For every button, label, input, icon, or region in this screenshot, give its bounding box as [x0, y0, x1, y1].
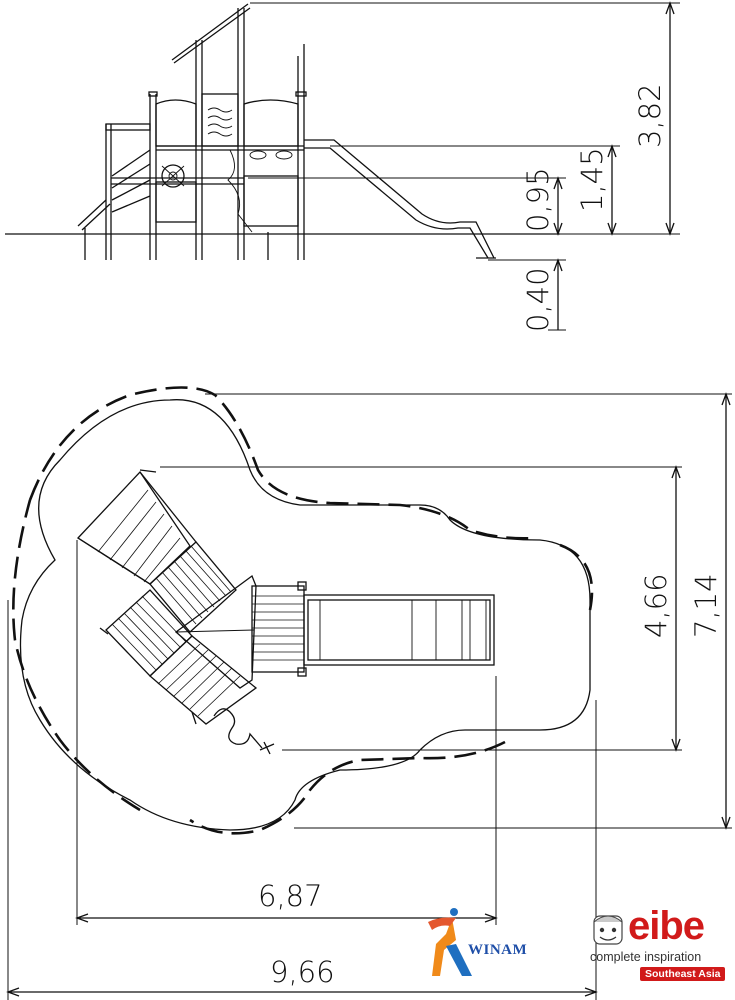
- deck-square: [251, 581, 307, 677]
- deck-upper-left: [149, 541, 237, 633]
- winam-logo-text: WINAM: [468, 942, 528, 958]
- roof-triangle: [174, 574, 257, 689]
- dim-height-platform-high: 1,45: [575, 147, 609, 212]
- fall-zone-outline: [12, 386, 594, 835]
- deck-lower-diagonal: [149, 635, 258, 725]
- slide: [303, 594, 495, 666]
- side-elevation: [5, 3, 560, 260]
- plan-dimensions: [6, 392, 732, 1000]
- dim-height-platform-low: 0,95: [521, 167, 555, 232]
- dim-plan-depth-outer: 7,14: [689, 573, 723, 638]
- dim-plan-width-inner: 6,87: [258, 879, 323, 913]
- wiggle-bar: [213, 708, 263, 749]
- deck-lower-left: [99, 589, 193, 677]
- dim-plan-width-outer: 9,66: [270, 955, 335, 989]
- plan-view: [12, 386, 594, 835]
- safety-zone-outline: [19, 399, 591, 831]
- elevation-dimensions: [248, 1, 680, 331]
- eibe-tagline: complete inspiration: [590, 950, 702, 964]
- access-steps: [76, 469, 197, 585]
- dim-depth-foundation: 0,40: [521, 267, 555, 332]
- eibe-face-icon: [593, 915, 623, 945]
- winam-logo-mark: [428, 908, 472, 976]
- eibe-logo-text: eibe: [628, 904, 705, 948]
- eibe-region-badge: Southeast Asia: [640, 967, 726, 981]
- dim-plan-depth-inner: 4,66: [639, 573, 673, 638]
- dim-height-total: 3,82: [633, 83, 667, 148]
